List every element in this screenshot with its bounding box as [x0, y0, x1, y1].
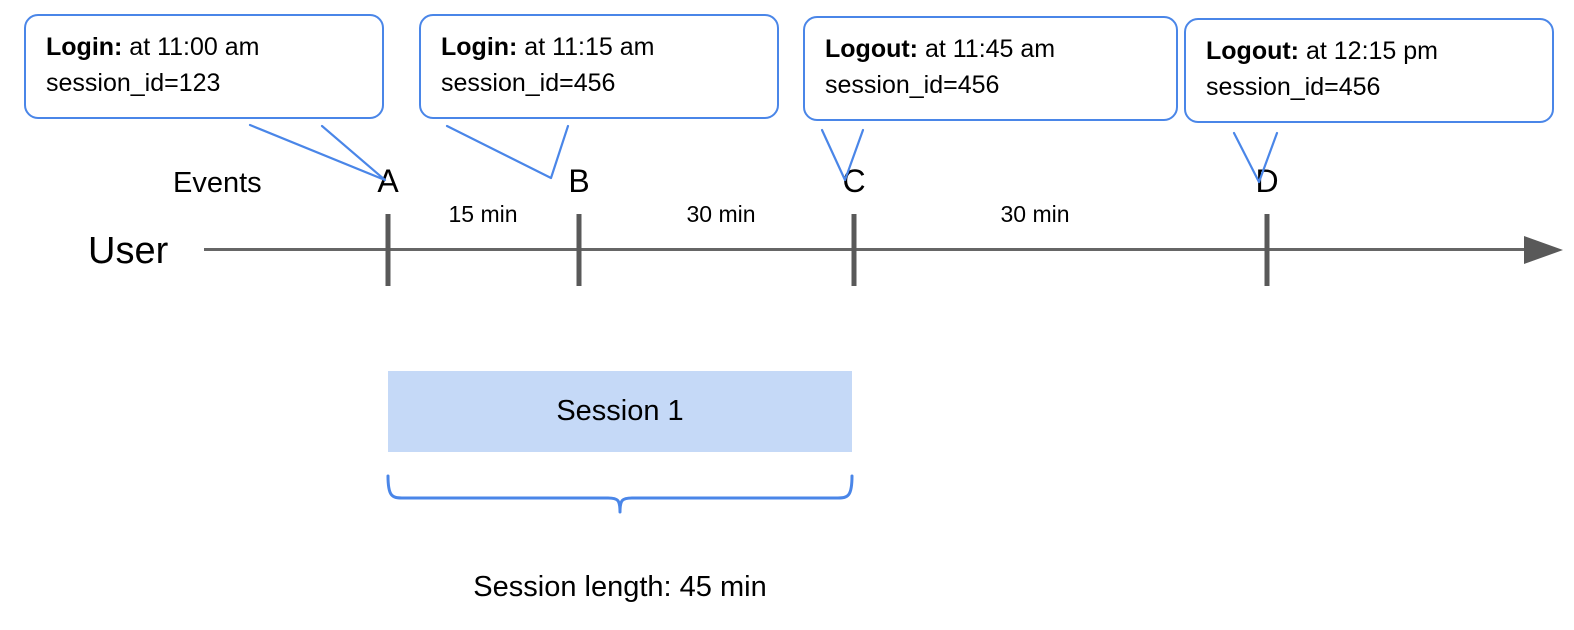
- session-brace: [386, 474, 854, 514]
- timeline-tick-c: [851, 214, 857, 286]
- session-bar[interactable]: Session 1: [388, 371, 852, 452]
- event-marker-b[interactable]: B: [568, 163, 590, 199]
- callout-event-type: Logout:: [1206, 37, 1300, 65]
- timeline-tick-d: [1264, 214, 1270, 286]
- lane-label-user: User: [88, 230, 169, 272]
- callout-session-id: session_id=456: [1206, 72, 1381, 101]
- interval-label-ab: 15 min: [448, 201, 518, 227]
- callout-event-type: Login:: [46, 33, 123, 61]
- callout-session-id: session_id=456: [441, 68, 616, 97]
- callout-time: at 11:00 am: [122, 33, 260, 61]
- callout-logout-c[interactable]: Logout: at 11:45 am session_id=456: [803, 16, 1178, 121]
- callout-logout-d[interactable]: Logout: at 12:15 pm session_id=456: [1184, 18, 1554, 123]
- callout-event-type: Login:: [441, 33, 518, 61]
- callout-session-id: session_id=456: [825, 70, 1000, 99]
- event-marker-c[interactable]: C: [842, 163, 866, 199]
- callout-time: at 12:15 pm: [1299, 37, 1438, 65]
- callout-time: at 11:15 am: [517, 33, 655, 61]
- lane-label-events: Events: [173, 167, 262, 199]
- timeline-arrowhead: [1524, 236, 1563, 264]
- timeline-tick-a: [385, 214, 391, 286]
- callout-event-type: Logout:: [825, 35, 919, 63]
- callout-session-id: session_id=123: [46, 68, 221, 97]
- callout-time: at 11:45 am: [918, 35, 1056, 63]
- interval-label-bc: 30 min: [686, 201, 756, 227]
- session-bar-label: Session 1: [556, 395, 684, 427]
- callout-tail-a: [248, 123, 387, 182]
- interval-label-cd: 30 min: [1000, 201, 1070, 227]
- callout-login-b[interactable]: Login: at 11:15 am session_id=456: [419, 14, 779, 119]
- event-marker-a[interactable]: A: [377, 163, 399, 199]
- callout-tail-b: [445, 124, 570, 180]
- session-length-caption: Session length: 45 min: [473, 571, 767, 603]
- event-marker-d[interactable]: D: [1255, 163, 1279, 199]
- timeline-axis: [204, 248, 1526, 251]
- timeline-tick-b: [576, 214, 582, 286]
- callout-login-a[interactable]: Login: at 11:00 am session_id=123: [24, 14, 384, 119]
